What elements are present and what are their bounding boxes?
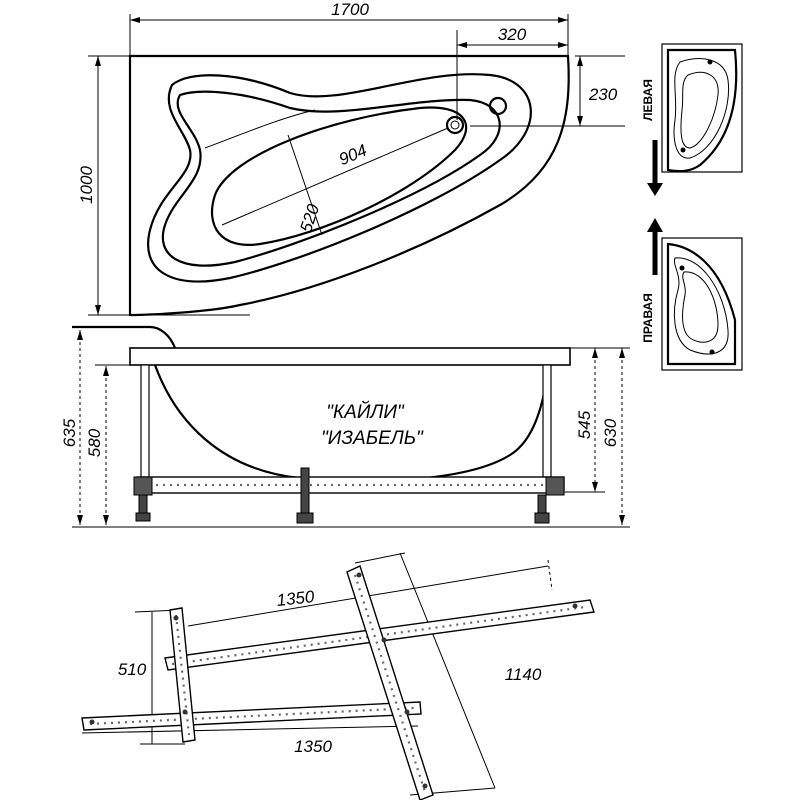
dim-depth: 510: [118, 660, 147, 679]
arrow-down-icon: [647, 183, 663, 196]
top-view: 1700 320 230 1000: [77, 0, 625, 317]
dim-width: 1000: [77, 166, 96, 204]
dim-drain-offset-y: 230: [588, 85, 618, 104]
dim-length: 1700: [331, 0, 369, 19]
dim-drain-offset-x: 320: [498, 25, 527, 44]
model-name-1: "КАЙЛИ": [326, 401, 405, 423]
model-name-2: "ИЗАБЕЛЬ": [321, 428, 424, 449]
dim-inner-length: 904: [336, 141, 370, 170]
variant-left: ЛЕВАЯ: [641, 43, 743, 196]
dim-height-total-right: 630: [601, 418, 620, 447]
dim-height-frame-left: 580: [85, 428, 104, 457]
side-view: 635 580 545 630 "КАЙЛИ" "ИЗАБЕЛЬ": [60, 325, 630, 528]
dim-height-frame-right: 545: [575, 410, 594, 439]
variant-right-label: ПРАВАЯ: [641, 293, 655, 343]
arrow-up-icon: [647, 218, 663, 232]
dim-height-total-left: 635: [60, 418, 79, 447]
dim-beam-length-bottom: 1350: [294, 737, 332, 756]
variant-right: ПРАВАЯ: [641, 218, 743, 371]
dim-beam-length-top: 1350: [276, 587, 316, 610]
frame-view: 1140 1350 510 1350: [81, 552, 595, 800]
dim-diagonal: 1140: [505, 665, 542, 684]
variant-left-label: ЛЕВАЯ: [641, 79, 655, 121]
